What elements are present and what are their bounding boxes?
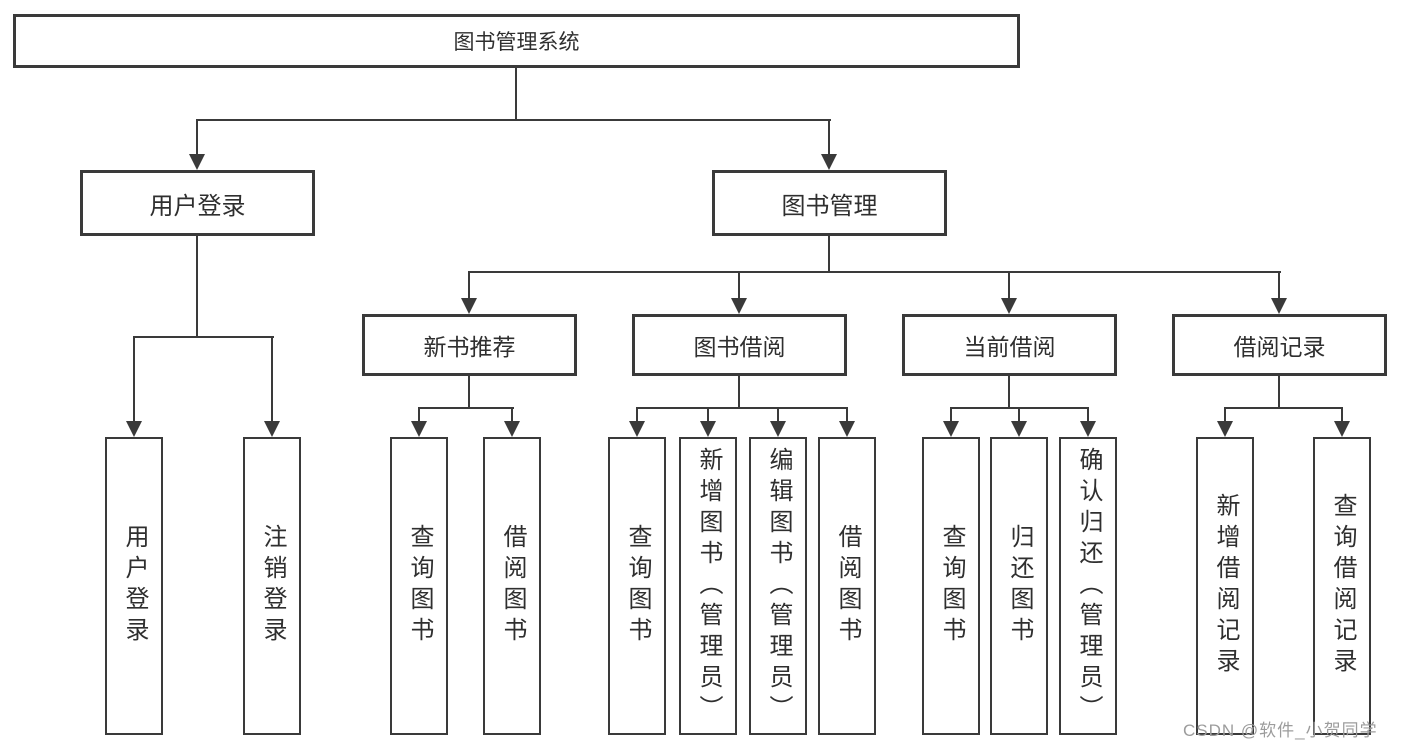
leaf-borrow-query-books-label: 查询图书	[624, 524, 651, 648]
connector-leaf-stem	[846, 407, 848, 423]
leaf-borrow-edit-books-admin: 编辑图书（管理员）	[749, 437, 807, 735]
leaf-recommend-borrow-books-label: 借阅图书	[499, 524, 526, 648]
node-user-login: 用户登录	[80, 170, 315, 236]
leaf-records-query-record-label: 查询借阅记录	[1329, 493, 1356, 679]
arrowhead-icon	[943, 421, 959, 437]
arrowhead-icon	[1011, 421, 1027, 437]
connector-to-user-login	[196, 119, 198, 156]
connector-leaf-stem	[636, 407, 638, 423]
node-user-login-label: 用户登录	[149, 192, 246, 220]
connector-to-current	[1008, 271, 1010, 300]
connector-leaf-stem	[1087, 407, 1089, 423]
connector-to-borrow	[738, 271, 740, 300]
node-borrow-records: 借阅记录	[1172, 314, 1387, 376]
leaf-recommend-query-books: 查询图书	[390, 437, 448, 735]
connector-user-login-stem	[196, 236, 198, 338]
arrowhead-icon	[839, 421, 855, 437]
connector-recommend-hbar	[418, 407, 514, 409]
arrowhead-icon	[1334, 421, 1350, 437]
node-current-borrow: 当前借阅	[902, 314, 1117, 376]
leaf-borrow-query-books: 查询图书	[608, 437, 666, 735]
arrowhead-icon	[189, 154, 205, 170]
connector-leaf-stem	[777, 407, 779, 423]
connector-leaf-stem	[950, 407, 952, 423]
leaf-current-return-books: 归还图书	[990, 437, 1048, 735]
node-book-borrow-label: 图书借阅	[693, 334, 786, 360]
leaf-borrow-borrow-books-label: 借阅图书	[834, 524, 861, 648]
node-library-management-system: 图书管理系统	[13, 14, 1020, 68]
connector-leaf-stem	[511, 407, 513, 423]
leaf-user-login-label: 用户登录	[121, 524, 148, 648]
connector-root-hbar	[196, 119, 831, 121]
connector-book-mgmt-hbar	[468, 271, 1281, 273]
node-book-borrow: 图书借阅	[632, 314, 847, 376]
node-new-book-recommend-label: 新书推荐	[423, 334, 516, 360]
leaf-records-query-record: 查询借阅记录	[1313, 437, 1371, 735]
connector-borrow-stem	[738, 376, 740, 409]
arrowhead-icon	[264, 421, 280, 437]
connector-current-stem	[1008, 376, 1010, 409]
leaf-current-query-books: 查询图书	[922, 437, 980, 735]
arrowhead-icon	[731, 298, 747, 314]
leaf-borrow-edit-books-admin-label: 编辑图书（管理员）	[765, 446, 792, 726]
arrowhead-icon	[1217, 421, 1233, 437]
arrowhead-icon	[821, 154, 837, 170]
leaf-user-login: 用户登录	[105, 437, 163, 735]
node-borrow-records-label: 借阅记录	[1233, 334, 1326, 360]
connector-leaf-stem	[1341, 407, 1343, 423]
leaf-recommend-borrow-books: 借阅图书	[483, 437, 541, 735]
arrowhead-icon	[1271, 298, 1287, 314]
connector-records-stem	[1278, 376, 1280, 409]
connector-recommend-stem	[468, 376, 470, 409]
leaf-records-add-record-label: 新增借阅记录	[1212, 493, 1239, 679]
arrowhead-icon	[1001, 298, 1017, 314]
connector-book-mgmt-stem	[828, 236, 830, 273]
connector-leaf-stem	[1224, 407, 1226, 423]
leaf-current-query-books-label: 查询图书	[938, 524, 965, 648]
node-root-label: 图书管理系统	[453, 31, 580, 54]
connector-to-records	[1278, 271, 1280, 300]
arrowhead-icon	[629, 421, 645, 437]
arrowhead-icon	[504, 421, 520, 437]
connector-user-login-hbar	[133, 336, 274, 338]
connector-borrow-hbar	[636, 407, 848, 409]
leaf-current-confirm-return-admin-label: 确认归还（管理员）	[1075, 446, 1102, 726]
connector-records-hbar	[1224, 407, 1343, 409]
arrowhead-icon	[461, 298, 477, 314]
arrowhead-icon	[1080, 421, 1096, 437]
arrowhead-icon	[700, 421, 716, 437]
leaf-current-return-books-label: 归还图书	[1006, 524, 1033, 648]
connector-to-leaf-logout	[271, 336, 273, 422]
csdn-watermark: CSDN @软件_小贺同学	[1183, 721, 1378, 740]
node-book-management: 图书管理	[712, 170, 947, 236]
connector-leaf-stem	[707, 407, 709, 423]
connector-to-recommend	[468, 271, 470, 300]
node-new-book-recommend: 新书推荐	[362, 314, 577, 376]
connector-to-leaf-login	[133, 336, 135, 422]
connector-to-book-management	[828, 119, 830, 156]
connector-leaf-stem	[1018, 407, 1020, 423]
leaf-records-add-record: 新增借阅记录	[1196, 437, 1254, 735]
leaf-recommend-query-books-label: 查询图书	[406, 524, 433, 648]
arrowhead-icon	[770, 421, 786, 437]
leaf-borrow-add-books-admin-label: 新增图书（管理员）	[695, 446, 722, 726]
arrowhead-icon	[411, 421, 427, 437]
leaf-borrow-add-books-admin: 新增图书（管理员）	[679, 437, 737, 735]
node-book-management-label: 图书管理	[781, 192, 878, 220]
leaf-current-confirm-return-admin: 确认归还（管理员）	[1059, 437, 1117, 735]
connector-leaf-stem	[418, 407, 420, 423]
leaf-logout: 注销登录	[243, 437, 301, 735]
leaf-logout-label: 注销登录	[259, 524, 286, 648]
leaf-borrow-borrow-books: 借阅图书	[818, 437, 876, 735]
arrowhead-icon	[126, 421, 142, 437]
node-current-borrow-label: 当前借阅	[963, 334, 1056, 360]
connector-root-stem	[515, 68, 517, 121]
